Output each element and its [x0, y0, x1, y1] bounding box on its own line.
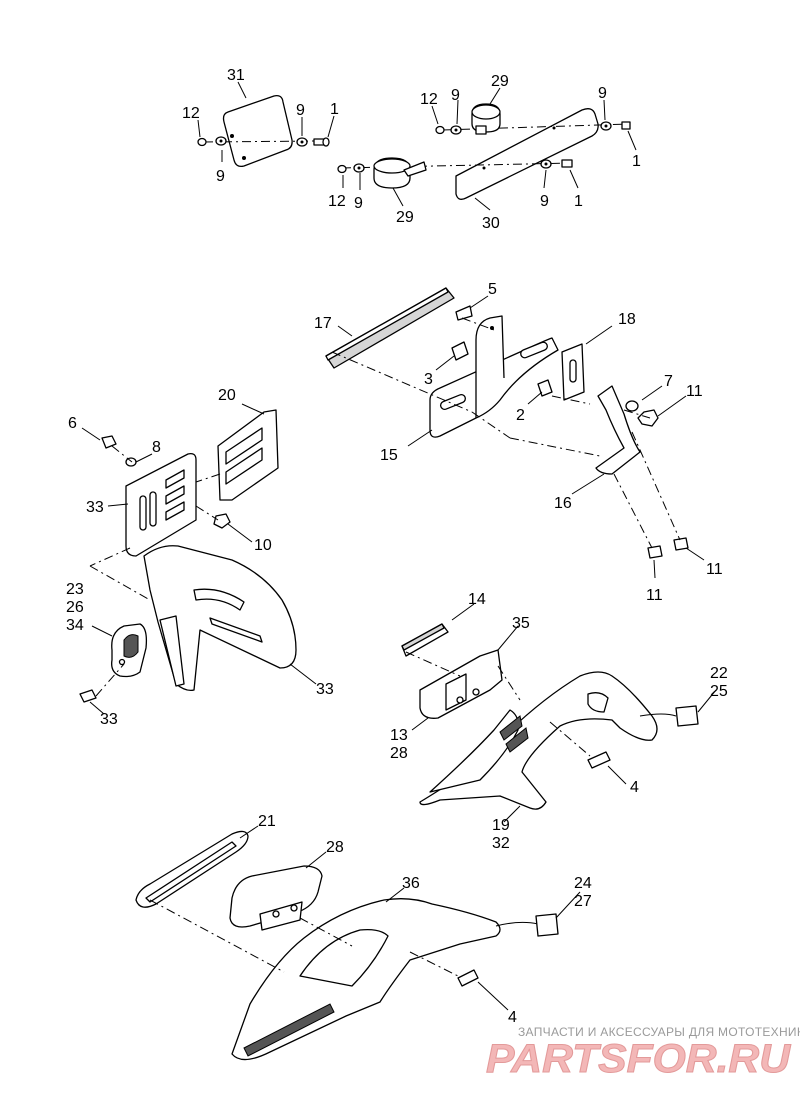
callout-21: 21 [258, 813, 276, 830]
callout-28: 28 [390, 745, 408, 762]
callout-2: 2 [516, 407, 525, 424]
callout-34: 34 [66, 617, 84, 634]
callout-8: 8 [152, 439, 161, 456]
callout-29: 29 [396, 209, 414, 226]
callout-11: 11 [706, 561, 723, 578]
callout-12: 12 [328, 193, 346, 210]
watermark-tagline: ЗАПЧАСТИ И АКСЕССУАРЫ ДЛЯ МОТОТЕХНИКИ [518, 1025, 800, 1039]
callout-36: 36 [402, 875, 420, 892]
license-plate-cover-assembly [197, 81, 335, 168]
callout-22: 22 [710, 665, 728, 682]
callout-35: 35 [512, 615, 530, 632]
callout-12: 12 [182, 105, 200, 122]
callout-9: 9 [216, 168, 225, 185]
callout-20: 20 [218, 387, 236, 404]
callout-11: 11 [686, 383, 703, 400]
callout-7: 7 [664, 373, 673, 390]
callout-labels: 31 12 9 1 9 12 9 29 9 1 12 9 29 30 9 1 5… [66, 67, 728, 1026]
callout-17: 17 [314, 315, 332, 332]
watermark-brand: PARTSFOR.RU [486, 1037, 791, 1081]
callout-27: 27 [574, 893, 592, 910]
callout-25: 25 [710, 683, 728, 700]
callout-9: 9 [354, 195, 363, 212]
rear-bracket-assembly [325, 287, 705, 579]
callout-11: 11 [646, 587, 663, 604]
callout-9: 9 [598, 85, 607, 102]
callout-9: 9 [296, 102, 305, 119]
callout-31: 31 [227, 67, 245, 84]
callout-26: 26 [66, 599, 84, 616]
side-mount-assembly [79, 403, 317, 715]
callout-19: 19 [492, 817, 510, 834]
callout-18: 18 [618, 311, 636, 328]
callout-32: 32 [492, 835, 510, 852]
callout-13: 13 [390, 727, 408, 744]
callout-10: 10 [254, 537, 272, 554]
callout-33: 33 [86, 499, 104, 516]
mount-bracket-30-assembly [337, 87, 637, 211]
watermark: ЗАПЧАСТИ И АКСЕССУАРЫ ДЛЯ МОТОТЕХНИКИ PA… [486, 1025, 800, 1082]
callout-1: 1 [574, 193, 583, 210]
callout-28: 28 [326, 839, 344, 856]
callout-33: 33 [100, 711, 118, 728]
lamp-housing-19-assembly [401, 603, 717, 823]
callout-3: 3 [424, 371, 433, 388]
callout-14: 14 [468, 591, 486, 608]
callout-9: 9 [540, 193, 549, 210]
callout-24: 24 [574, 875, 592, 892]
lamp-housing-36-assembly [135, 825, 581, 1061]
callout-1: 1 [632, 153, 641, 170]
callout-4: 4 [508, 1009, 517, 1026]
callout-6: 6 [68, 415, 77, 432]
callout-29: 29 [491, 73, 509, 90]
callout-33: 33 [316, 681, 334, 698]
callout-15: 15 [380, 447, 398, 464]
callout-5: 5 [488, 281, 497, 298]
callout-1: 1 [330, 101, 339, 118]
callout-23: 23 [66, 581, 84, 598]
callout-4: 4 [630, 779, 639, 796]
callout-12: 12 [420, 91, 438, 108]
callout-30: 30 [482, 215, 500, 232]
callout-9: 9 [451, 87, 460, 104]
callout-16: 16 [554, 495, 572, 512]
